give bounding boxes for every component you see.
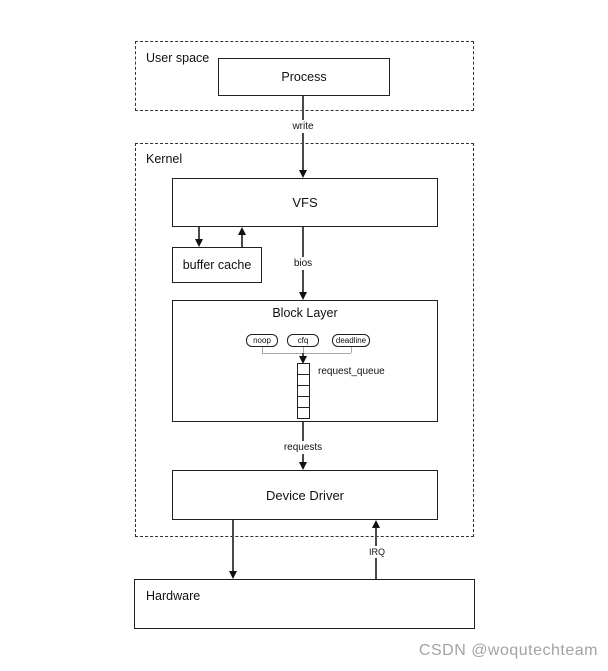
watermark-text: CSDN @woqutechteam	[418, 642, 598, 659]
request-queue-label: request_queue	[318, 366, 385, 377]
user-space-region-box	[135, 41, 474, 111]
scheduler-noop-box: noop	[246, 334, 278, 347]
arrowhead-down-icon	[299, 462, 307, 470]
scheduler-deadline-box: deadline	[332, 334, 370, 347]
scheduler-cfq-label: cfq	[297, 336, 309, 345]
arrowhead-down-icon	[299, 292, 307, 300]
process-label: Process	[281, 70, 327, 84]
kernel-region-box	[135, 143, 474, 537]
scheduler-deadline-label: deadline	[335, 336, 367, 345]
hardware-label: Hardware	[146, 589, 201, 603]
irq-label: IRQ	[365, 546, 389, 558]
noop-connector-line	[262, 347, 263, 353]
buffer-cache-box: buffer cache	[172, 247, 262, 283]
buffer-cache-to-vfs-line	[241, 235, 243, 247]
scheduler-connector-line	[262, 353, 351, 354]
queue-cell	[297, 407, 310, 419]
bios-label: bios	[290, 257, 316, 270]
driver-to-hardware-line	[232, 520, 234, 571]
vfs-label: VFS	[292, 195, 318, 210]
scheduler-noop-label: noop	[253, 336, 271, 345]
arrowhead-up-icon	[372, 520, 380, 528]
kernel-label: Kernel	[146, 152, 183, 166]
buffer-cache-label: buffer cache	[182, 258, 252, 272]
cfq-connector-line	[303, 347, 304, 353]
device-driver-label: Device Driver	[265, 487, 344, 503]
arrowhead-down-icon	[229, 571, 237, 579]
device-driver-box: Device Driver	[172, 470, 438, 520]
vfs-box: VFS	[172, 178, 438, 227]
vfs-to-buffer-cache-line	[198, 227, 200, 239]
arrowhead-up-icon	[238, 227, 246, 235]
write-label: write	[289, 120, 317, 133]
scheduler-cfq-box: cfq	[287, 334, 319, 347]
write-arrow-line	[302, 96, 304, 170]
arrowhead-down-icon	[195, 239, 203, 247]
deadline-connector-line	[351, 347, 352, 353]
hardware-box	[134, 579, 475, 629]
arrowhead-down-icon	[299, 356, 307, 364]
user-space-label: User space	[146, 51, 210, 65]
arrowhead-down-icon	[299, 170, 307, 178]
block-layer-title: Block Layer	[272, 306, 338, 320]
request-queue-stack	[297, 363, 310, 419]
process-box: Process	[218, 58, 390, 96]
queue-arrow-line	[302, 353, 304, 357]
requests-label: requests	[280, 441, 326, 454]
